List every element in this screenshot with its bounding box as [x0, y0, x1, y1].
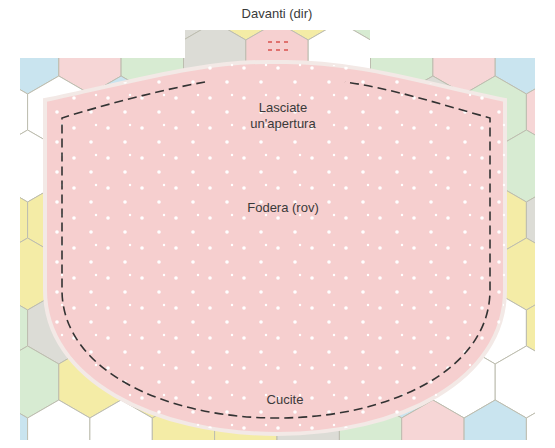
hexagon-patch — [0, 0, 28, 40]
hexagon-patch — [402, 0, 464, 40]
hexagon-patch — [28, 0, 90, 40]
hexagon-patch — [526, 400, 555, 448]
patchwork-ground — [20, 58, 535, 440]
hexagon-patch — [526, 0, 555, 40]
lining-piece — [45, 62, 505, 434]
hexagon-patch — [464, 400, 526, 448]
part-label: Fodera (rov) — [213, 200, 353, 216]
hexagon-patch — [90, 0, 152, 40]
part-label: Davanti (dir) — [207, 6, 347, 22]
part-label: Lasciate un'apertura — [228, 100, 338, 132]
hexagon-patch — [464, 0, 526, 40]
hexagon-patch — [28, 400, 90, 448]
red-stitches — [268, 42, 288, 50]
lining-dots — [45, 62, 505, 434]
stitch-line — [62, 82, 490, 418]
hexagon-patch — [0, 400, 28, 448]
part-label: Cucite — [235, 392, 335, 408]
